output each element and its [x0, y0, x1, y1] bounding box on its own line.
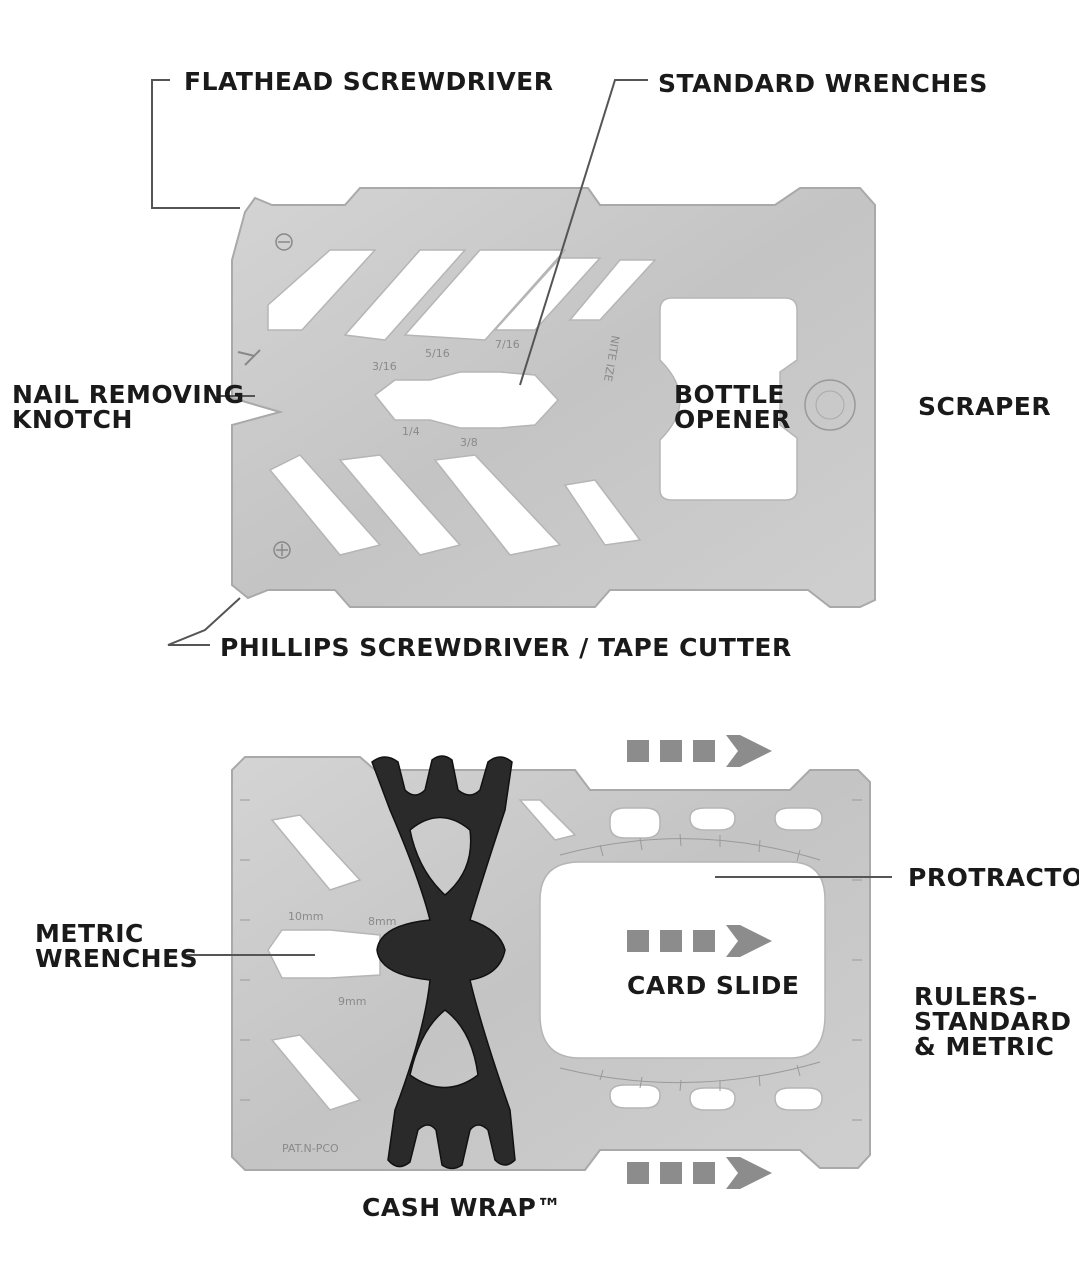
arrow-bottom-icon — [627, 1157, 772, 1189]
front-card: 3/16 5/16 7/16 1/4 3/8 NITE IZE — [231, 187, 876, 608]
protractor-ticks — [559, 833, 821, 1092]
wrench-5-16-mark: 5/16 — [425, 347, 450, 360]
gear-emblem-icon — [804, 379, 856, 431]
and-metric-label: & METRIC — [914, 1032, 1054, 1061]
wrench-7-16-mark: 7/16 — [495, 338, 520, 351]
wrench-1-4-mark: 1/4 — [402, 425, 420, 438]
nail-removing-label: NAIL REMOVING — [12, 380, 245, 409]
phillips-mark-icon — [273, 541, 291, 559]
metric-label: METRIC — [35, 919, 144, 948]
front-leader-lines — [151, 79, 648, 646]
back-leader-lines — [185, 876, 892, 956]
standard-label: STANDARD — [914, 1007, 1072, 1036]
scraper-label: SCRAPER — [918, 392, 1051, 421]
standard-wrench-cutout — [373, 371, 560, 429]
arrow-middle-icon — [627, 925, 772, 957]
metric-9-mark: 9mm — [338, 995, 366, 1008]
back-slots — [270, 799, 823, 1111]
flathead-mark-icon — [275, 233, 293, 251]
card-slide-arrows — [627, 735, 772, 1189]
back-card: 10mm 8mm 9mm PAT.N-PCO — [231, 755, 871, 1171]
card-slide-window — [539, 861, 826, 1059]
cash-wrap-label: CASH WRAP™ — [362, 1193, 562, 1222]
ruler-ticks — [240, 799, 862, 1121]
flathead-screwdriver-label: FLATHEAD SCREWDRIVER — [184, 67, 554, 96]
metric-8-mark: 8mm — [368, 915, 396, 928]
standard-wrenches-label: STANDARD WRENCHES — [658, 69, 988, 98]
knotch-label: KNOTCH — [12, 405, 133, 434]
card-slide-label: CARD SLIDE — [627, 971, 799, 1000]
rulers-label: RULERS- — [914, 982, 1038, 1011]
hammer-mark-icon — [237, 349, 261, 366]
wrench-3-8-mark: 3/8 — [460, 436, 478, 449]
phillips-screwdriver-label: PHILLIPS SCREWDRIVER / TAPE CUTTER — [220, 633, 792, 662]
metric-10-mark: 10mm — [288, 910, 323, 923]
protractor-label: PROTRACTOR — [908, 863, 1079, 892]
arrow-top-icon — [627, 735, 772, 767]
cash-wrap-band — [371, 755, 516, 1170]
wrench-3-16-mark: 3/16 — [372, 360, 397, 373]
front-bottom-slots — [268, 454, 642, 556]
opener-label: OPENER — [674, 405, 791, 434]
bottle-label: BOTTLE — [674, 380, 785, 409]
patent-mark: PAT.N-PCO — [282, 1142, 339, 1155]
bottle-opener-cutout — [659, 297, 798, 501]
wrenches-label: WRENCHES — [35, 944, 198, 973]
